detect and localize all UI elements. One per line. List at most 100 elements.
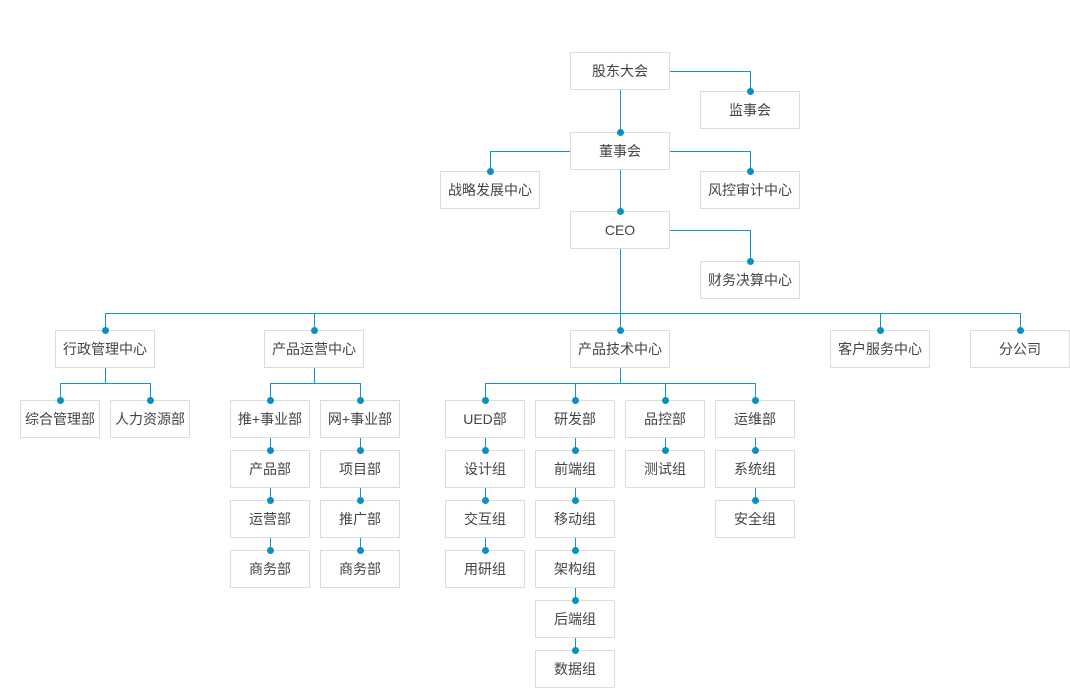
- connector-vertical: [314, 313, 315, 330]
- org-node-n20[interactable]: 推广部: [320, 500, 400, 538]
- connector-vertical: [750, 71, 751, 91]
- connector-vertical: [755, 438, 756, 450]
- connector-endpoint-dot: [146, 396, 154, 404]
- org-node-n14[interactable]: 人力资源部: [110, 400, 190, 438]
- connector-endpoint-dot: [571, 396, 579, 404]
- org-node-n15[interactable]: 推+事业部: [230, 400, 310, 438]
- org-node-n24[interactable]: 研发部: [535, 400, 615, 438]
- connector-endpoint-dot: [746, 257, 754, 265]
- org-node-n19[interactable]: 运营部: [230, 500, 310, 538]
- connector-horizontal: [670, 71, 750, 72]
- org-node-n3[interactable]: 董事会: [570, 132, 670, 170]
- org-node-n33[interactable]: 安全组: [715, 500, 795, 538]
- connector-vertical: [755, 383, 756, 400]
- connector-endpoint-dot: [751, 446, 759, 454]
- connector-endpoint-dot: [101, 326, 109, 334]
- org-node-n35[interactable]: 架构组: [535, 550, 615, 588]
- connector-endpoint-dot: [356, 546, 364, 554]
- connector-endpoint-dot: [571, 596, 579, 604]
- connector-endpoint-dot: [310, 326, 318, 334]
- connector-endpoint-dot: [481, 446, 489, 454]
- connector-endpoint-dot: [616, 207, 624, 215]
- org-node-n23[interactable]: UED部: [445, 400, 525, 438]
- org-node-n17[interactable]: 产品部: [230, 450, 310, 488]
- connector-vertical: [750, 230, 751, 261]
- connector-vertical: [270, 538, 271, 550]
- org-node-n37[interactable]: 数据组: [535, 650, 615, 688]
- connector-endpoint-dot: [571, 446, 579, 454]
- org-node-n10[interactable]: 产品技术中心: [570, 330, 670, 368]
- connector-endpoint-dot: [746, 167, 754, 175]
- org-node-n25[interactable]: 品控部: [625, 400, 705, 438]
- org-node-n21[interactable]: 商务部: [230, 550, 310, 588]
- org-node-n16[interactable]: 网+事业部: [320, 400, 400, 438]
- connector-vertical: [620, 368, 621, 383]
- org-node-n26[interactable]: 运维部: [715, 400, 795, 438]
- connector-vertical: [270, 488, 271, 500]
- connector-vertical: [485, 488, 486, 500]
- org-node-n12[interactable]: 分公司: [970, 330, 1070, 368]
- connector-endpoint-dot: [616, 326, 624, 334]
- connector-vertical: [620, 170, 621, 211]
- connector-vertical: [575, 588, 576, 600]
- connector-vertical: [485, 383, 486, 400]
- connector-endpoint-dot: [266, 396, 274, 404]
- connector-vertical: [665, 438, 666, 450]
- connector-horizontal: [60, 383, 150, 384]
- connector-vertical: [360, 383, 361, 400]
- connector-vertical: [575, 538, 576, 550]
- connector-endpoint-dot: [486, 167, 494, 175]
- org-node-n6[interactable]: CEO: [570, 211, 670, 249]
- connector-endpoint-dot: [266, 446, 274, 454]
- connector-endpoint-dot: [571, 646, 579, 654]
- connector-endpoint-dot: [571, 496, 579, 504]
- org-node-n30[interactable]: 系统组: [715, 450, 795, 488]
- connector-vertical: [620, 313, 621, 330]
- org-node-n22[interactable]: 商务部: [320, 550, 400, 588]
- org-node-n36[interactable]: 后端组: [535, 600, 615, 638]
- connector-horizontal: [485, 383, 755, 384]
- connector-horizontal: [490, 151, 570, 152]
- connector-endpoint-dot: [661, 396, 669, 404]
- connector-horizontal: [105, 313, 1020, 314]
- org-node-n28[interactable]: 前端组: [535, 450, 615, 488]
- connector-vertical: [270, 438, 271, 450]
- org-node-n2[interactable]: 监事会: [700, 91, 800, 129]
- org-node-n8[interactable]: 行政管理中心: [55, 330, 155, 368]
- org-node-n7[interactable]: 财务决算中心: [700, 261, 800, 299]
- connector-vertical: [755, 488, 756, 500]
- org-node-n34[interactable]: 用研组: [445, 550, 525, 588]
- connector-endpoint-dot: [571, 546, 579, 554]
- connector-vertical: [360, 488, 361, 500]
- connector-endpoint-dot: [661, 446, 669, 454]
- connector-horizontal: [670, 230, 750, 231]
- connector-endpoint-dot: [356, 396, 364, 404]
- org-node-n4[interactable]: 战略发展中心: [440, 171, 540, 209]
- connector-vertical: [360, 438, 361, 450]
- connector-vertical: [575, 383, 576, 400]
- connector-vertical: [575, 438, 576, 450]
- connector-endpoint-dot: [266, 496, 274, 504]
- connector-endpoint-dot: [1016, 326, 1024, 334]
- connector-endpoint-dot: [616, 128, 624, 136]
- connector-vertical: [620, 249, 621, 313]
- org-node-n31[interactable]: 交互组: [445, 500, 525, 538]
- connector-vertical: [150, 383, 151, 400]
- org-node-n18[interactable]: 项目部: [320, 450, 400, 488]
- org-node-n32[interactable]: 移动组: [535, 500, 615, 538]
- connector-endpoint-dot: [481, 396, 489, 404]
- connector-horizontal: [670, 151, 750, 152]
- org-node-n27[interactable]: 设计组: [445, 450, 525, 488]
- org-node-n13[interactable]: 综合管理部: [20, 400, 100, 438]
- org-node-n9[interactable]: 产品运营中心: [264, 330, 364, 368]
- connector-endpoint-dot: [746, 87, 754, 95]
- connector-vertical: [575, 488, 576, 500]
- connector-endpoint-dot: [876, 326, 884, 334]
- connector-vertical: [750, 151, 751, 171]
- org-node-n5[interactable]: 风控审计中心: [700, 171, 800, 209]
- org-node-n11[interactable]: 客户服务中心: [830, 330, 930, 368]
- org-node-n1[interactable]: 股东大会: [570, 52, 670, 90]
- connector-vertical: [485, 538, 486, 550]
- org-node-n29[interactable]: 测试组: [625, 450, 705, 488]
